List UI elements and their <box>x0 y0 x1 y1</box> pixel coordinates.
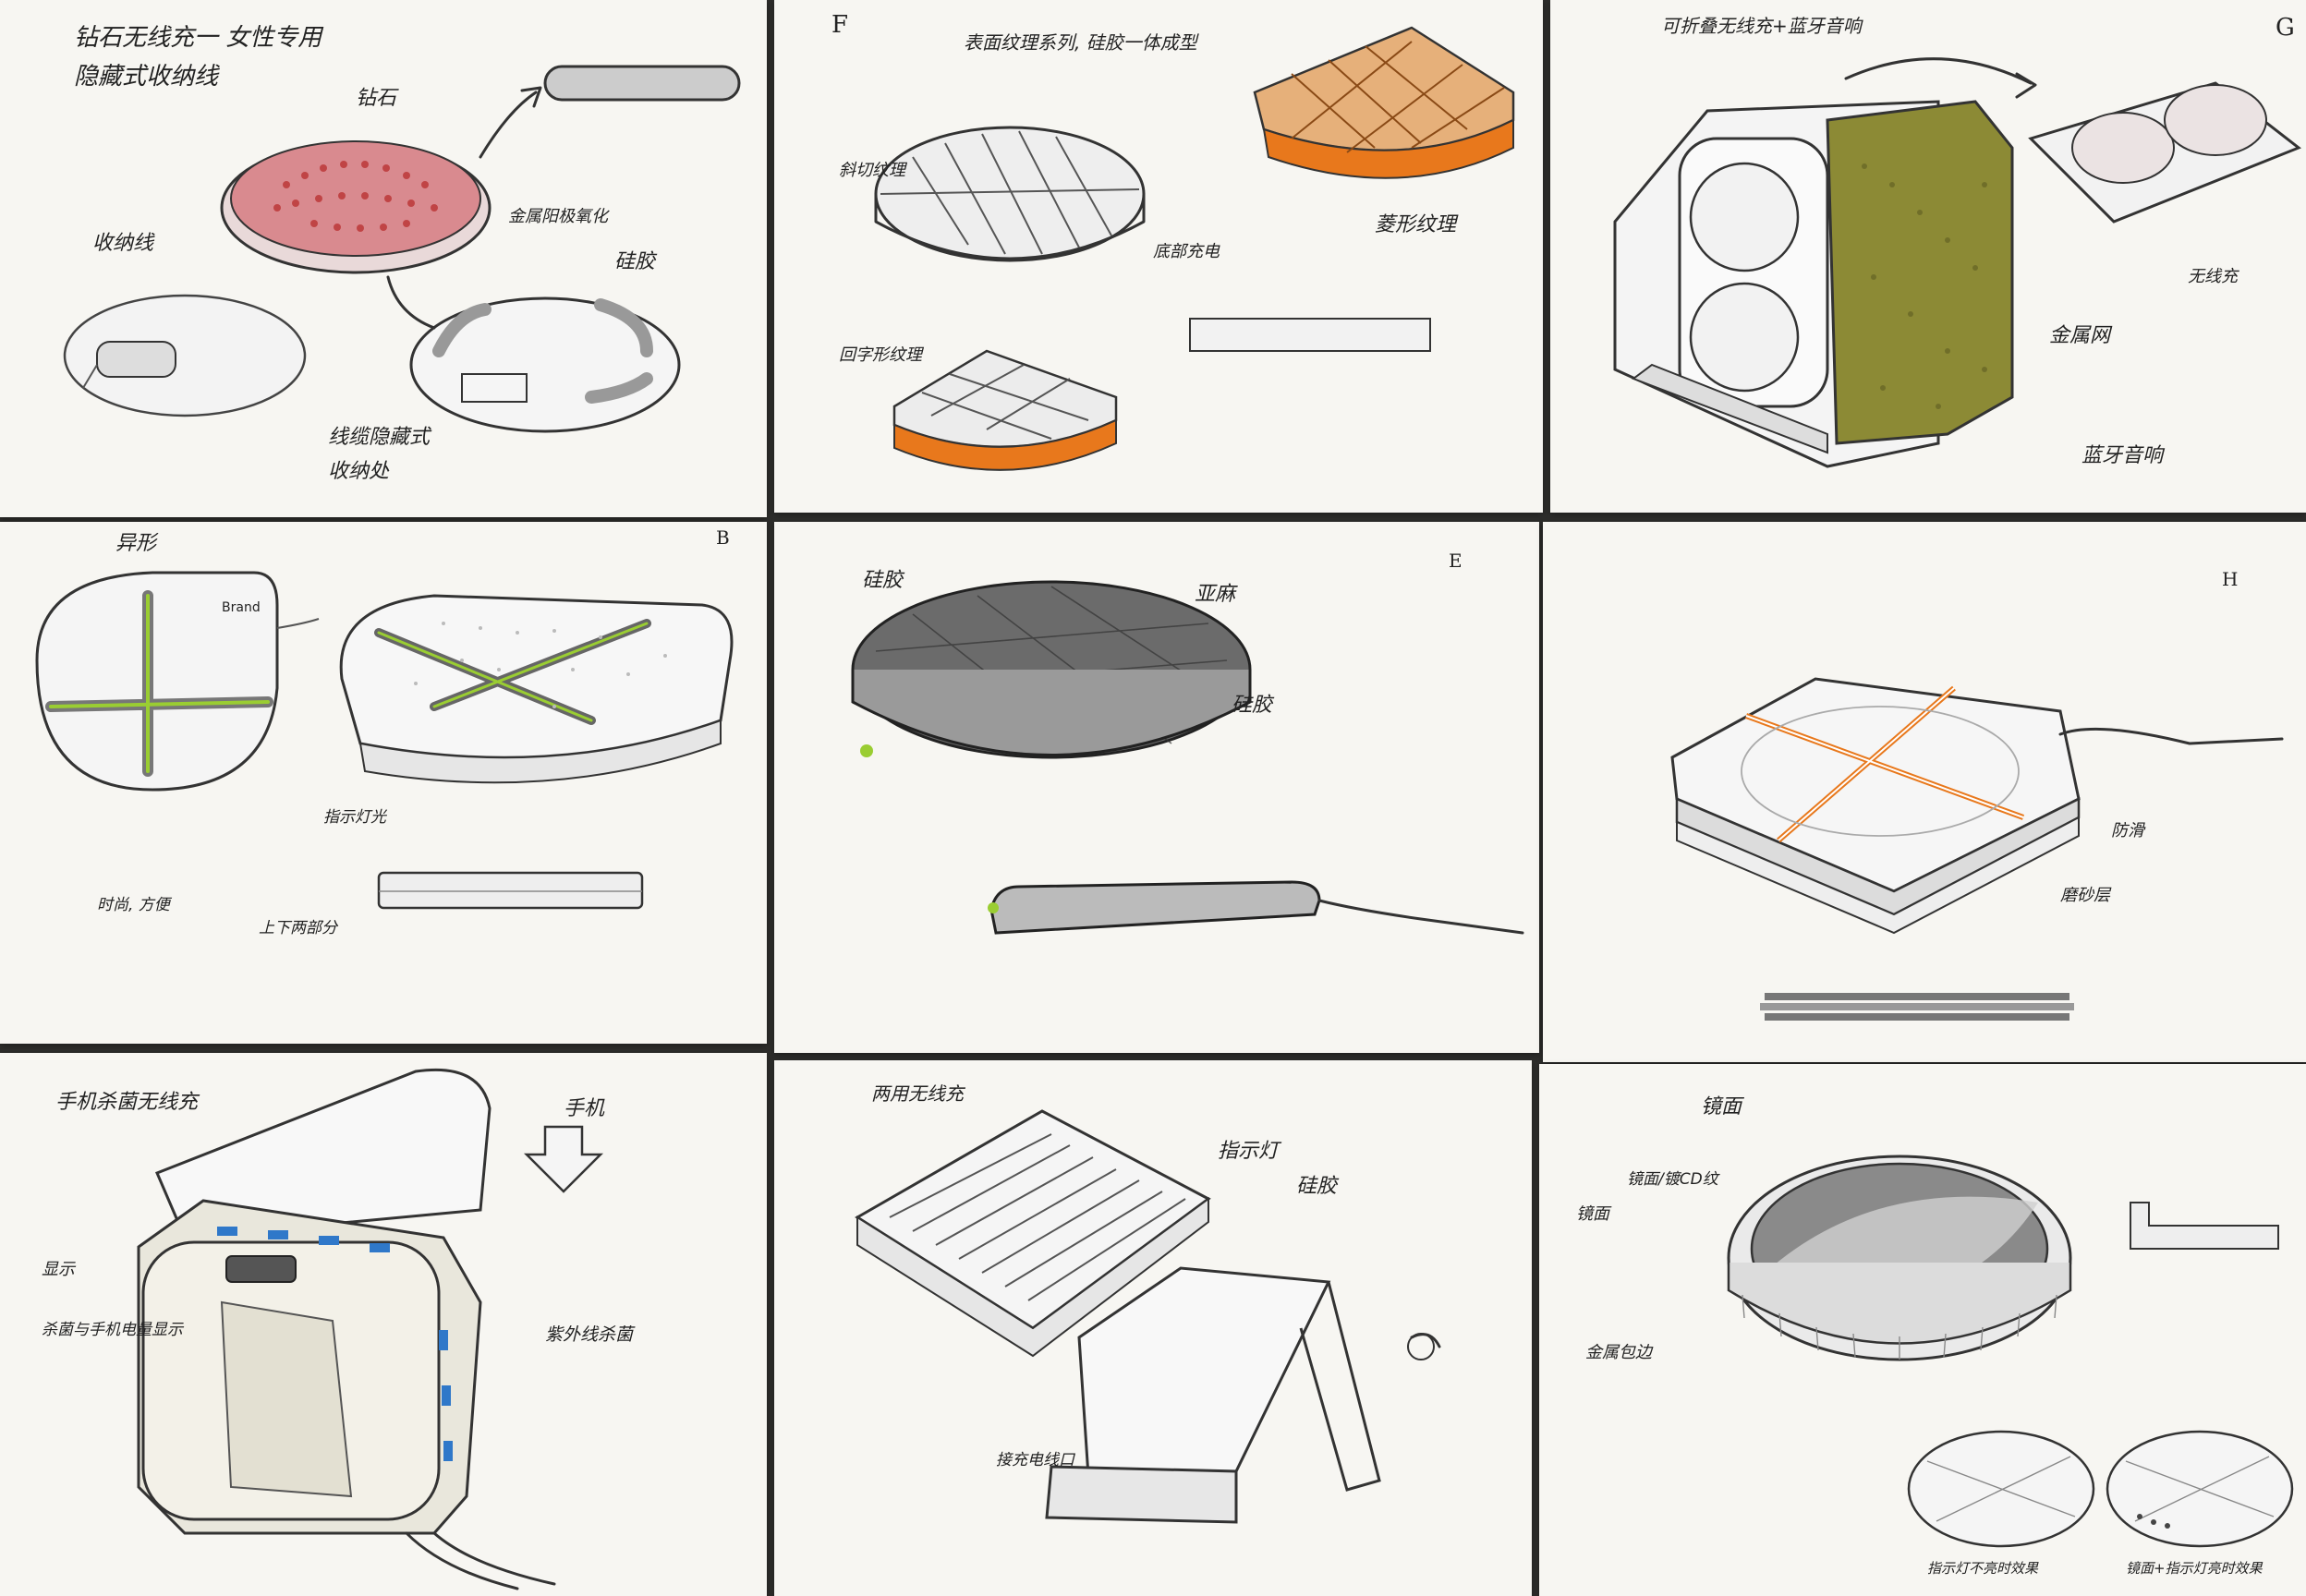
sheet-k-note-edge: 金属包边 <box>1585 1343 1652 1362</box>
sheet-f-title: 表面纹理系列, 硅胶一体成型 <box>964 31 1197 54</box>
sheet-k-note-cd: 镜面/镀CD纹 <box>1627 1170 1718 1189</box>
sheet-b-title: 异形 <box>115 532 157 555</box>
sheet-i: 手机杀菌无线充 手机 显示 杀菌与手机电量显示 紫外线杀菌 <box>0 1053 767 1596</box>
sheet-k: 镜面 镜面/镀CD纹 镜面 金属包边 指示灯不亮时效果 镜面+指示灯亮时效果 <box>1539 1064 2306 1596</box>
sheet-b-note-style: 时尚, 方便 <box>97 896 170 914</box>
sheet-a-drawing <box>63 65 741 433</box>
sheet-j-title: 两用无线充 <box>871 1082 964 1105</box>
sheet-f: F 表面纹理系列, 硅胶一体成型 斜切纹理 底部充电 菱形纹理 回字形纹理 <box>774 0 1543 513</box>
sheet-a-note-metal: 金属阳极氧化 <box>508 207 608 226</box>
sheet-j-drawing <box>855 1109 1441 1524</box>
sheet-j-note-port: 接充电线口 <box>996 1451 1074 1469</box>
sheet-k-note-mirror: 镜面 <box>1576 1204 1609 1224</box>
sheet-a-note-hidden: 线缆隐藏式 <box>328 426 431 449</box>
sheet-a: 钻石无线充一 女性专用 隐藏式收纳线 钻石 金属阳极氧化 收纳线 硅胶 线缆隐藏… <box>0 0 767 517</box>
sheet-e-letter: E <box>1449 550 1462 572</box>
sheet-i-note-phone: 手机 <box>564 1097 605 1120</box>
sheet-k-title: 镜面 <box>1701 1095 1742 1118</box>
sheet-b-brand: Brand <box>222 600 261 615</box>
sheet-g-note-wireless: 无线充 <box>2188 267 2238 286</box>
sheet-i-title: 手机杀菌无线充 <box>55 1091 199 1114</box>
sheet-b: B 异形 Brand 指示灯光 时尚, 方便 上下两部分 <box>0 522 767 1044</box>
sheet-f-note-grid: 回字形纹理 <box>839 345 922 365</box>
sheet-b-note-parts: 上下两部分 <box>259 919 337 937</box>
sheet-b-drawing <box>35 571 734 910</box>
sheet-f-note-stripe: 斜切纹理 <box>839 161 905 180</box>
sheet-f-note-bottom: 底部充电 <box>1153 242 1220 261</box>
sheet-h-drawing <box>1670 677 2284 1021</box>
sheet-f-note-diamond: 菱形纹理 <box>1375 213 1457 236</box>
sheet-g-letter: G <box>2276 14 2295 42</box>
sheet-h-note-frosted: 磨砂层 <box>2060 886 2110 905</box>
sheet-i-note-sterilize-battery: 杀菌与手机电量显示 <box>42 1321 183 1339</box>
sheet-a-title-2: 隐藏式收纳线 <box>74 63 219 91</box>
sheet-h-note-nonslip: 防滑 <box>2111 821 2144 840</box>
sheet-k-note-off: 指示灯不亮时效果 <box>1927 1560 2039 1577</box>
sheet-j: 两用无线充 指示灯 硅胶 接充电线口 <box>774 1060 1532 1596</box>
sheet-e: E 硅胶 亚麻 硅胶 <box>774 522 1539 1053</box>
sheet-j-note-silicone: 硅胶 <box>1296 1175 1338 1198</box>
sheet-h: H 防滑 磨砂层 <box>1543 522 2306 1062</box>
sheet-e-note-silicone: 硅胶 <box>1232 694 1273 717</box>
sheet-g-note-mesh: 金属网 <box>2049 324 2111 347</box>
sheet-e-title: 硅胶 <box>862 569 904 592</box>
sheet-e-drawing <box>851 580 1524 935</box>
sheet-a-note-storage: 收纳线 <box>92 232 154 255</box>
sheet-k-note-on: 镜面+指示灯亮时效果 <box>2126 1560 2263 1577</box>
sheet-f-drawing <box>874 26 1515 471</box>
sheet-e-note-linen: 亚麻 <box>1195 583 1236 606</box>
sheet-i-note-display: 显示 <box>42 1260 75 1279</box>
sheet-a-note-diamond: 钻石 <box>356 87 397 110</box>
sheet-i-note-uv: 紫外线杀菌 <box>545 1324 634 1345</box>
sheet-k-drawing <box>1727 1155 2294 1548</box>
sheet-g-title: 可折叠无线充+蓝牙音响 <box>1661 15 1862 37</box>
sheet-g: G 可折叠无线充+蓝牙音响 无线充 金属网 蓝牙音响 <box>1550 0 2306 513</box>
sheet-g-drawing <box>1613 57 2301 468</box>
sheet-h-letter: H <box>2222 568 2239 590</box>
sheet-i-drawing <box>137 1068 604 1590</box>
sheet-a-title-1: 钻石无线充一 女性专用 <box>74 24 322 52</box>
sheet-f-letter: F <box>831 11 849 39</box>
sheet-g-note-speaker: 蓝牙音响 <box>2081 444 2164 467</box>
sheet-a-note-silicone: 硅胶 <box>614 250 656 273</box>
sheet-b-note-light: 指示灯光 <box>323 808 386 827</box>
sheet-a-note-place: 收纳处 <box>328 460 390 483</box>
sheet-j-note-indicator: 指示灯 <box>1218 1140 1280 1163</box>
sheet-b-letter: B <box>716 526 730 549</box>
